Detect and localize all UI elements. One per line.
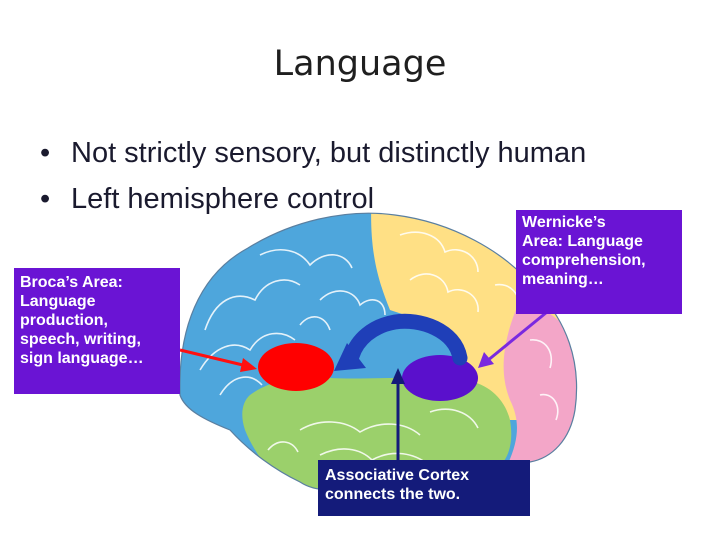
associative-arc [344,313,468,366]
broca-pointer-arrowhead [240,358,257,372]
brain-outline [179,212,578,491]
slide-title: Language [273,44,447,84]
bullet-text: Left hemisphere control [71,183,375,215]
bullet-item: • Left hemisphere control [40,180,586,226]
wernicke-pointer [486,310,548,363]
wernicke-label-line: comprehension, [522,252,646,269]
wernicke-label-line: Area: Language [522,233,643,250]
broca-label-line: speech, writing, [20,331,141,348]
broca-label-line: sign language… [20,350,144,367]
brain-gyri [199,231,559,463]
bullet-dot: • [40,183,51,215]
broca-label-line: production, [20,312,108,329]
broca-label: Broca’s Area: Language production, speec… [14,268,180,394]
wernicke-label-line: Wernicke’s [522,214,606,231]
associative-pointer-arrowhead [391,368,405,384]
broca-pointer [179,348,248,368]
wernicke-label-line: meaning… [522,271,604,288]
bullet-dot: • [40,137,51,169]
associative-label-line: Associative Cortex [325,467,470,484]
wernicke-label: Wernicke’s Area: Language comprehension,… [516,210,682,314]
bullet-item: • Not strictly sensory, but distinctly hu… [40,134,586,180]
broca-label-line: Broca’s Area: [20,274,123,291]
broca-area [258,343,334,391]
associative-arrowhead [334,343,366,371]
broca-label-line: Language [20,293,96,310]
wernicke-area [402,355,478,401]
associative-cortex-label: Associative Cortex connects the two. [318,460,530,516]
associative-label-line: connects the two. [325,486,461,503]
bullet-text: Not strictly sensory, but distinctly hum… [71,137,587,169]
bullet-list: • Not strictly sensory, but distinctly hu… [40,134,586,226]
occipital-lobe [503,300,577,470]
wernicke-pointer-arrowhead [478,352,494,368]
